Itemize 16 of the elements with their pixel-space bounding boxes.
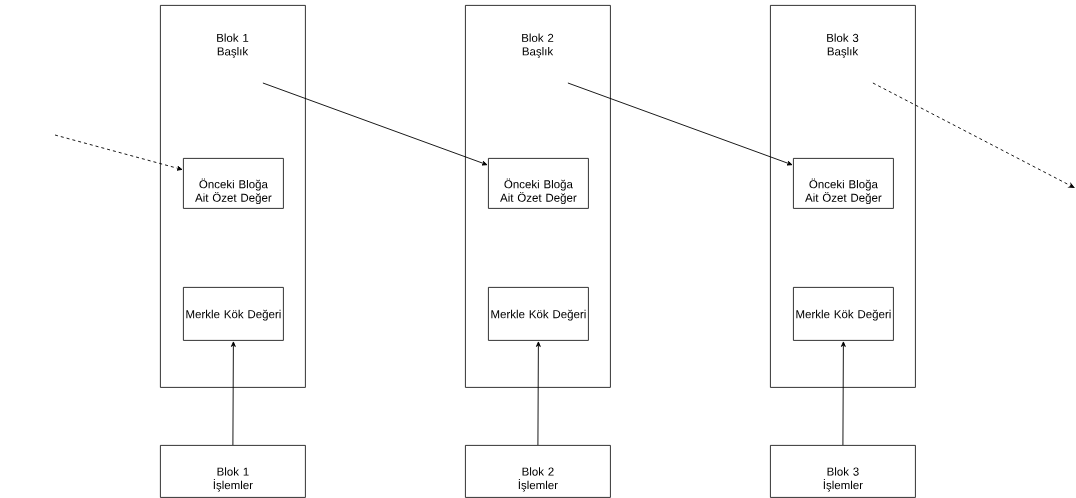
transactions-box: Blok 1 İşlemler (160, 445, 306, 498)
field-box: Önceki Bloğa Ait Özet Değer (488, 158, 589, 209)
arrow (262, 82, 488, 166)
arrow (567, 82, 793, 166)
field-box: Önceki Bloğa Ait Özet Değer (183, 158, 284, 209)
arrow (535, 341, 541, 446)
arrow (840, 341, 846, 446)
field-box: Merkle Kök Değeri (183, 287, 284, 341)
arrow (230, 341, 236, 446)
field-box: Önceki Bloğa Ait Özet Değer (793, 158, 894, 209)
field-box: Merkle Kök Değeri (488, 287, 589, 341)
transactions-box: Blok 2 İşlemler (465, 445, 611, 498)
transactions-box: Blok 3 İşlemler (770, 445, 916, 498)
arrow (872, 82, 1075, 188)
arrow (54, 134, 183, 171)
field-box: Merkle Kök Değeri (793, 287, 894, 341)
